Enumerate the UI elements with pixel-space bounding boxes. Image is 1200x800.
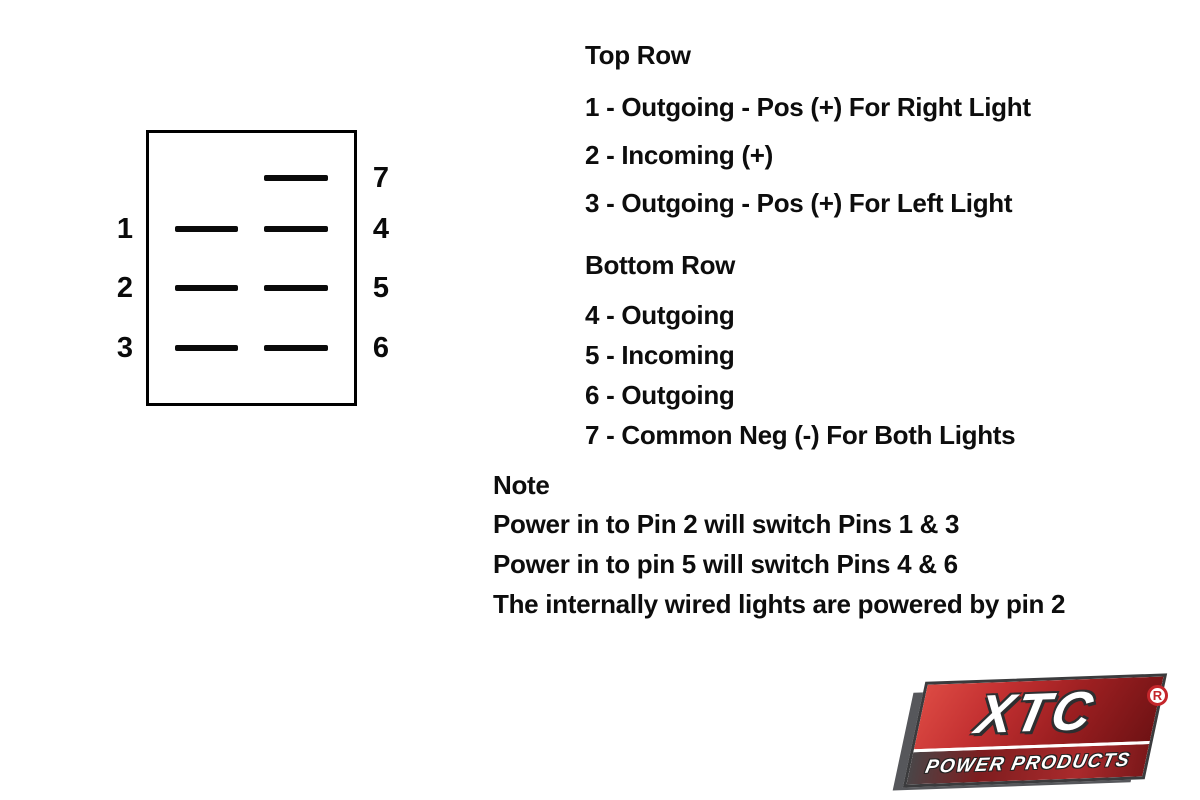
note-heading: Note: [493, 470, 550, 500]
logo-tagline-text: POWER PRODUCTS: [923, 749, 1133, 778]
logo-brand-text: XTC: [970, 680, 1101, 746]
pin-label-5: 5: [372, 272, 390, 304]
top-row-heading: Top Row: [585, 40, 691, 70]
note-line-2: Power in to pin 5 will switch Pins 4 & 6: [493, 549, 958, 579]
pin-label-1: 1: [116, 213, 134, 245]
xtc-power-products-logo: XTC POWER PRODUCTS R: [892, 673, 1168, 796]
legend-pin-2: 2 - Incoming (+): [585, 140, 774, 170]
pin-2-terminal: [175, 285, 238, 291]
registered-trademark-icon: R: [1147, 685, 1168, 706]
legend-pin-1: 1 - Outgoing - Pos (+) For Right Light: [585, 92, 1031, 122]
logo-brand-panel: XTC: [913, 676, 1164, 750]
logo-tagline-panel: POWER PRODUCTS: [906, 740, 1150, 785]
pin-label-4: 4: [372, 213, 390, 245]
switch-body-outline: [146, 130, 357, 406]
pin-label-2: 2: [116, 272, 134, 304]
pin-7-terminal: [264, 175, 328, 181]
pin-1-terminal: [175, 226, 238, 232]
note-line-1: Power in to Pin 2 will switch Pins 1 & 3: [493, 509, 960, 539]
legend-pin-4: 4 - Outgoing: [585, 300, 735, 330]
pin-6-terminal: [264, 345, 328, 351]
logo-banner: XTC POWER PRODUCTS: [902, 673, 1168, 788]
pin-label-6: 6: [372, 332, 390, 364]
pin-5-terminal: [264, 285, 328, 291]
legend-pin-7: 7 - Common Neg (-) For Both Lights: [585, 420, 1016, 450]
pin-4-terminal: [264, 226, 328, 232]
legend-pin-3: 3 - Outgoing - Pos (+) For Left Light: [585, 188, 1013, 218]
pin-label-3: 3: [116, 332, 134, 364]
note-line-3: The internally wired lights are powered …: [493, 589, 1066, 619]
legend-pin-5: 5 - Incoming: [585, 340, 735, 370]
pin-label-7: 7: [372, 162, 390, 194]
legend-pin-6: 6 - Outgoing: [585, 380, 735, 410]
bottom-row-heading: Bottom Row: [585, 250, 736, 280]
pin-3-terminal: [175, 345, 238, 351]
